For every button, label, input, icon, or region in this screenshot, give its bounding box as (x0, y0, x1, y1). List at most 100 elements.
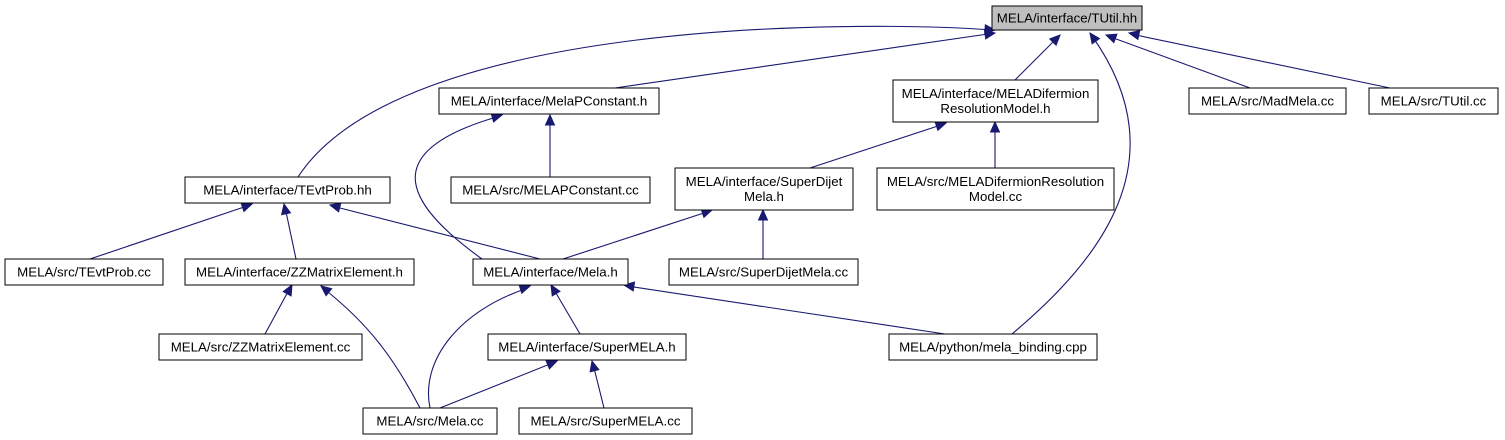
node-tevtprob-cc[interactable]: MELA/src/TEvtProb.cc (4, 258, 164, 286)
arrowhead (328, 202, 342, 213)
edge-madmela-cc-to-tutil-hh (1104, 33, 1251, 89)
edge-line (297, 25, 994, 178)
node-label: ResolutionModel.h (940, 101, 1050, 116)
node-box (487, 333, 687, 361)
edge-line (562, 210, 711, 260)
node-label: MELA/interface/TEvtProb.hh (203, 183, 372, 198)
arrowhead (518, 284, 532, 295)
edge-line (89, 204, 251, 260)
node-tevtprob-hh[interactable]: MELA/interface/TEvtProb.hh (184, 176, 391, 204)
edge-line (439, 361, 556, 409)
node-box (450, 176, 651, 204)
edge-difermion-cc-to-difermion-h (989, 120, 1001, 168)
node-label: MELA/src/MadMela.cc (1201, 94, 1334, 109)
arrowhead (1089, 32, 1101, 45)
node-tutil-hh[interactable]: MELA/interface/TUtil.hh (991, 5, 1143, 31)
arrowhead (550, 283, 561, 297)
edge-melapconstant-h-to-tutil-hh (614, 29, 997, 89)
node-label: Mela.h (744, 189, 784, 204)
node-tutil-cc[interactable]: MELA/src/TUtil.cc (1368, 87, 1499, 115)
node-madmela-cc[interactable]: MELA/src/MadMela.cc (1188, 87, 1347, 115)
edge-mela-binding-to-tutil-hh (1011, 32, 1131, 335)
node-supermela-h[interactable]: MELA/interface/SuperMELA.h (487, 333, 687, 361)
arrowhead (934, 121, 948, 132)
node-box (472, 258, 629, 286)
node-melapconstant-h[interactable]: MELA/interface/MelaPConstant.h (438, 87, 660, 115)
edge-line (1130, 33, 1391, 89)
edge-difermion-h-to-tutil-hh (1014, 34, 1061, 81)
node-label: MELA/interface/SuperDijet (686, 174, 843, 189)
node-label: MELA/src/Mela.cc (376, 414, 483, 429)
edge-zzme-cc-to-zzme-h (264, 283, 293, 335)
node-label: Model.cc (969, 189, 1023, 204)
arrowhead (757, 208, 769, 221)
node-label: MELA/src/SuperMELA.cc (530, 414, 680, 429)
node-zzme-h[interactable]: MELA/interface/ZZMatrixElement.h (184, 258, 415, 286)
edge-mela-h-to-tevtprob-hh (328, 202, 541, 260)
edge-supermela-cc-to-supermela-h (589, 359, 605, 409)
edge-superdijet-h-to-difermion-h (809, 121, 948, 169)
arrowhead (989, 120, 1001, 133)
node-box (518, 407, 693, 435)
arrowhead (1127, 29, 1141, 41)
node-label: MELA/interface/TUtil.hh (997, 11, 1137, 26)
edge-line (552, 287, 581, 335)
arrowhead (1104, 33, 1118, 44)
node-label: MELA/src/SuperDijetMela.cc (679, 265, 849, 280)
node-box (184, 258, 415, 286)
edge-mela-cc-to-supermela-h (439, 360, 559, 409)
node-mela-h[interactable]: MELA/interface/Mela.h (472, 258, 629, 286)
arrowhead (984, 24, 997, 35)
node-box (1188, 87, 1347, 115)
node-melapconstant-cc[interactable]: MELA/src/MELAPConstant.cc (450, 176, 651, 204)
edge-tevtprob-cc-to-tevtprob-hh (89, 202, 254, 260)
edge-melapconstant-cc-to-melapconstant-h (544, 113, 556, 177)
edge-line (809, 123, 945, 169)
arrowhead (544, 113, 556, 126)
arrowhead (545, 360, 559, 370)
arrowhead (282, 283, 293, 297)
arrowhead (490, 112, 504, 123)
node-box (1368, 87, 1499, 115)
node-mela-cc[interactable]: MELA/src/Mela.cc (362, 407, 498, 435)
edge-line (264, 287, 291, 335)
node-superdijet-h[interactable]: MELA/interface/SuperDijetMela.h (674, 167, 854, 211)
node-difermion-h[interactable]: MELA/interface/MELADifermionResolutionMo… (892, 79, 1099, 123)
edge-line (331, 205, 541, 260)
edge-zzme-h-to-tevtprob-hh (281, 202, 297, 260)
node-box (438, 87, 660, 115)
node-box (158, 333, 363, 361)
edge-line (1107, 35, 1251, 89)
arrowhead (1048, 34, 1061, 47)
edge-line (1014, 36, 1059, 81)
node-supermela-cc[interactable]: MELA/src/SuperMELA.cc (518, 407, 693, 435)
edge-superdijet-cc-to-superdijet-h (757, 208, 769, 259)
node-mela-binding[interactable]: MELA/python/mela_binding.cpp (888, 333, 1098, 361)
node-box (668, 258, 859, 286)
arrowhead (281, 202, 292, 216)
node-box (674, 167, 854, 211)
node-box (991, 5, 1143, 31)
node-label: MELA/interface/SuperMELA.h (498, 340, 675, 355)
edge-tevtprob-hh-to-tutil-hh (297, 24, 997, 178)
node-label: MELA/src/TEvtProb.cc (17, 265, 151, 280)
node-label: MELA/interface/ZZMatrixElement.h (196, 265, 403, 280)
node-label: MELA/interface/MELADifermion (902, 86, 1090, 101)
arrowhead (589, 359, 600, 373)
node-box (184, 176, 391, 204)
node-box (876, 167, 1115, 211)
node-zzme-cc[interactable]: MELA/src/ZZMatrixElement.cc (158, 333, 363, 361)
edge-tutil-cc-to-tutil-hh (1127, 29, 1391, 89)
edge-line (428, 287, 529, 409)
edge-mela-cc-to-zzme-h (320, 285, 421, 409)
edge-mela-h-to-superdijet-h (562, 208, 714, 260)
edge-line (284, 206, 297, 260)
node-label: MELA/src/TUtil.cc (1381, 94, 1487, 109)
node-label: MELA/src/MELAPConstant.cc (462, 183, 639, 198)
node-label: MELA/interface/Mela.h (483, 265, 618, 280)
node-label: MELA/src/MELADifermionResolution (887, 174, 1104, 189)
node-superdijet-cc[interactable]: MELA/src/SuperDijetMela.cc (668, 258, 859, 286)
edge-line (322, 287, 421, 409)
